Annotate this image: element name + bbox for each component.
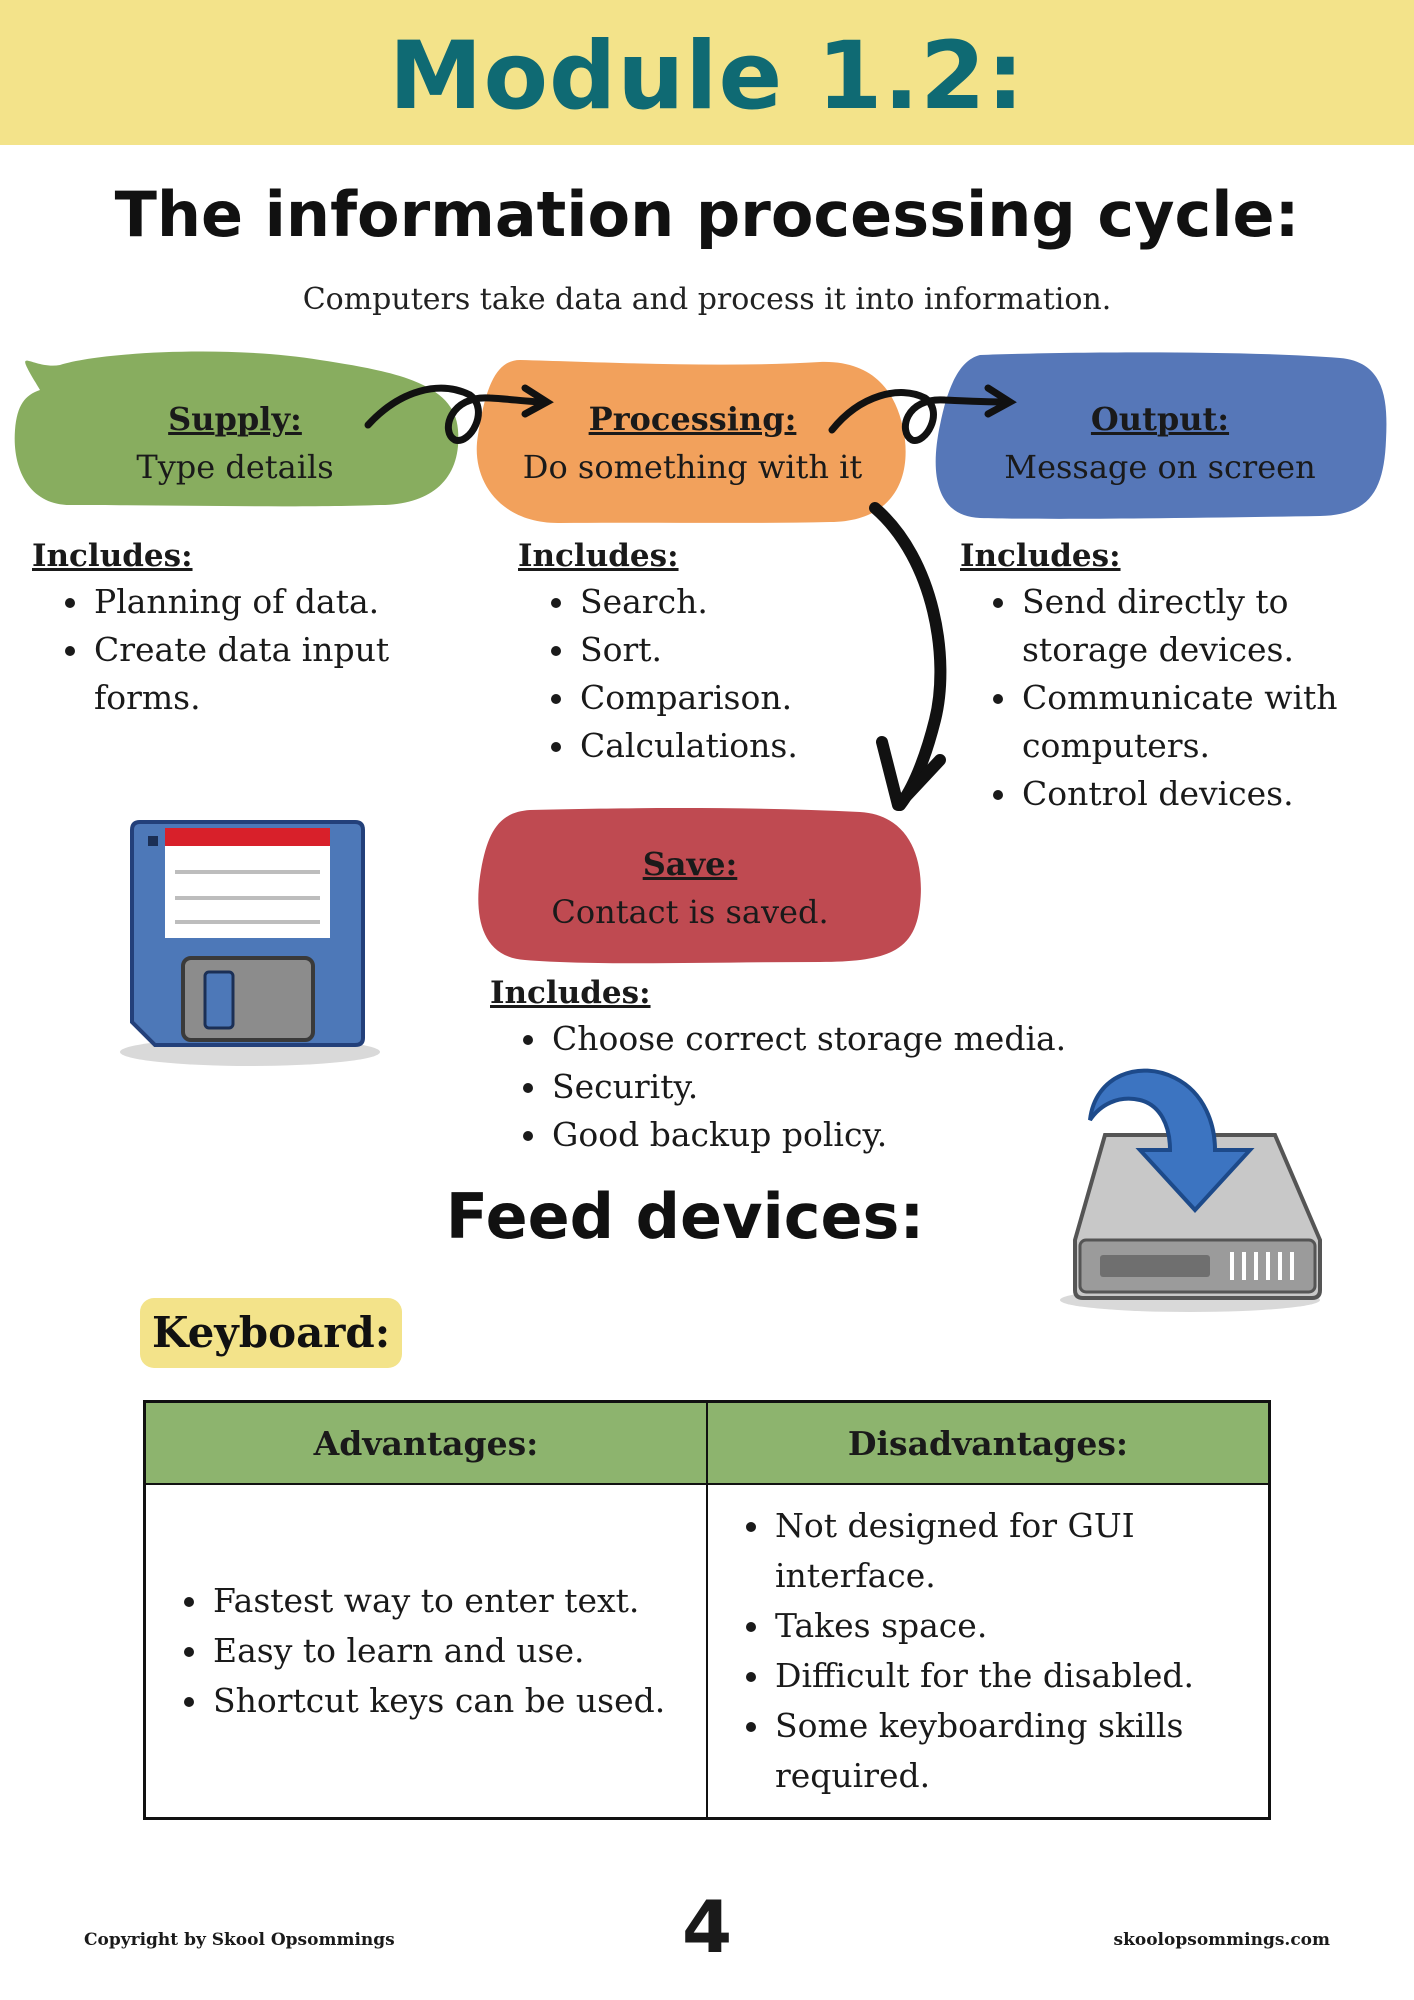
list-item: Comparison. (578, 674, 898, 722)
save-box: Save: Contact is saved. (480, 840, 900, 936)
arrow-supply-processing (364, 384, 549, 444)
supply-text: Type details (136, 448, 334, 486)
drive-save-icon (1060, 1068, 1322, 1312)
list-item: Not designed for GUI interface. (773, 1501, 1247, 1601)
feed-devices-title: Feed devices: (445, 1180, 925, 1253)
list-item: Good backup policy. (550, 1111, 1090, 1159)
advantages-cell: Fastest way to enter text. Easy to learn… (143, 1483, 708, 1820)
list-item: Fastest way to enter text. (211, 1576, 705, 1626)
processing-text: Do something with it (522, 448, 863, 486)
list-item: Some keyboarding skills required. (773, 1701, 1247, 1801)
processing-includes-label: Includes: (518, 538, 679, 574)
list-item: Calculations. (578, 722, 898, 770)
list-item: Shortcut keys can be used. (211, 1676, 705, 1726)
floppy-disk-icon (120, 820, 380, 1066)
list-item: Planning of data. (92, 578, 452, 626)
output-heading: Output: (1090, 400, 1230, 438)
supply-blob (14, 351, 459, 507)
output-includes: Includes: Send directly to storage devic… (960, 538, 1380, 818)
list-item: Sort. (578, 626, 898, 674)
supply-heading: Supply: (168, 400, 302, 438)
supply-box: Supply: Type details (20, 395, 450, 491)
list-item: Create data input forms. (92, 626, 452, 722)
footer-copyright: Copyright by Skool Opsommings (84, 1930, 395, 1950)
supply-includes-label: Includes: (32, 538, 193, 574)
header-band (0, 0, 1414, 145)
arrow-processing-output (828, 389, 1012, 444)
arrow-head-3 (876, 736, 946, 811)
page-number: 4 (681, 1885, 733, 1969)
output-text: Message on screen (1004, 448, 1316, 486)
list-item: Choose correct storage media. (550, 1015, 1090, 1063)
save-blob (478, 808, 921, 964)
save-includes-label: Includes: (490, 975, 651, 1011)
keyboard-label: Keyboard: (140, 1298, 403, 1368)
arrow-head-2 (984, 384, 1017, 418)
supply-includes: Includes: Planning of data. Create data … (32, 538, 452, 722)
list-item: Difficult for the disabled. (773, 1651, 1247, 1701)
page-title: The information processing cycle: (114, 178, 1300, 251)
intro-text: Computers take data and process it into … (302, 282, 1112, 317)
processing-box: Processing: Do something with it (480, 395, 905, 491)
disadvantages-header: Disadvantages: (706, 1400, 1271, 1485)
footer-website: skoolopsommings.com (1113, 1930, 1330, 1950)
output-blob (935, 352, 1387, 519)
output-includes-label: Includes: (960, 538, 1121, 574)
list-item: Control devices. (1020, 770, 1380, 818)
processing-heading: Processing: (588, 400, 797, 438)
processing-includes: Includes: Search. Sort. Comparison. Calc… (518, 538, 898, 770)
module-title: Module 1.2: (388, 22, 1026, 131)
advantages-header: Advantages: (143, 1400, 708, 1485)
processing-blob (476, 360, 906, 524)
save-includes: Includes: Choose correct storage media. … (490, 975, 1090, 1159)
list-item: Search. (578, 578, 898, 626)
list-item: Communicate with computers. (1020, 674, 1380, 770)
save-text: Contact is saved. (551, 893, 829, 931)
list-item: Security. (550, 1063, 1090, 1111)
list-item: Send directly to storage devices. (1020, 578, 1380, 674)
output-box: Output: Message on screen (945, 395, 1375, 491)
list-item: Easy to learn and use. (211, 1626, 705, 1676)
save-heading: Save: (642, 845, 738, 883)
list-item: Takes space. (773, 1601, 1247, 1651)
arrow-head-1 (521, 384, 554, 418)
disadvantages-cell: Not designed for GUI interface. Takes sp… (706, 1483, 1271, 1820)
keyboard-table: Advantages: Disadvantages: Fastest way t… (143, 1400, 1271, 1820)
